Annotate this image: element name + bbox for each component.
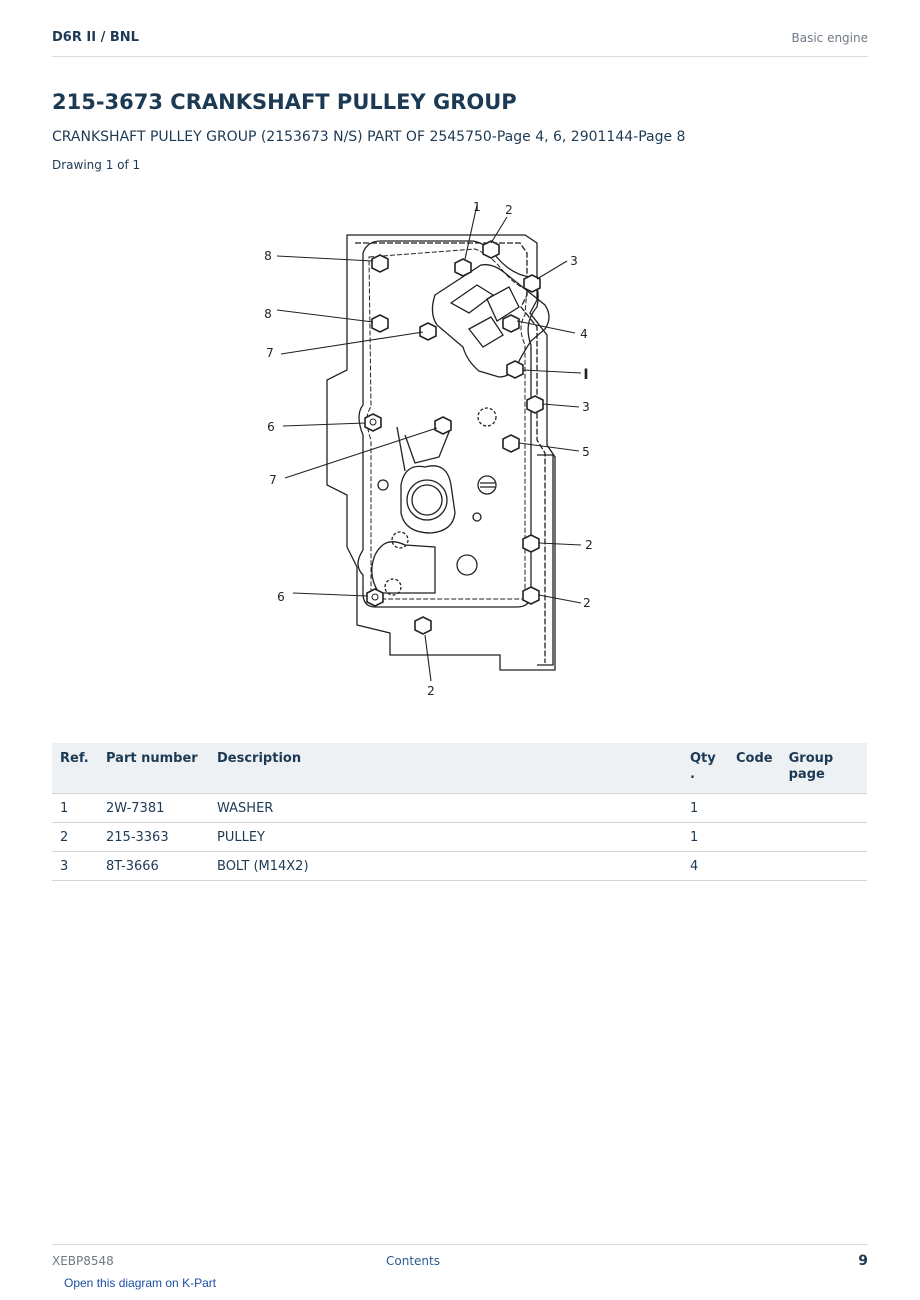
group-label: Group [788,751,834,766]
section-label: Basic engine [791,31,868,45]
col-part-number: Part number [98,743,209,794]
cell-qty: 4 [682,851,728,881]
housing-outline [326,234,556,671]
col-description: Description [209,743,682,794]
callout-7: 7 [269,473,277,487]
callout-2: 2 [427,684,435,698]
cell-ref: 3 [52,851,98,881]
page-subtitle: CRANKSHAFT PULLEY GROUP (2153673 N/S) PA… [52,129,686,145]
parts-diagram: 1 2 3 8 8 4 7 I 3 6 5 7 2 6 2 2 [264,200,593,698]
page-label: page [788,767,825,782]
callout-3: 3 [582,400,590,414]
qty-label-suffix: . [690,767,695,782]
col-ref: Ref. [52,743,98,794]
cell-qty: 1 [682,793,728,823]
cell-qty: 1 [682,822,728,852]
page-title: 215-3673 CRANKSHAFT PULLEY GROUP [52,90,517,114]
callout-2: 2 [505,203,513,217]
cell-ref: 2 [52,822,98,852]
cell-code [728,851,781,881]
table-row: 2 215-3363 PULLEY 1 [52,822,867,852]
callout-6: 6 [267,420,275,434]
cell-group-page [780,851,867,881]
callout-8: 8 [264,249,272,263]
col-code: Code [728,743,781,794]
callout-2: 2 [583,596,591,610]
callout-2: 2 [585,538,593,552]
page-footer: XEBP8548 Contents 9 [52,1244,868,1275]
qty-label: Qty [690,751,716,766]
cell-part-number: 215-3363 [98,822,209,852]
callout-8: 8 [264,307,272,321]
cell-ref: 1 [52,793,98,823]
breadcrumb: D6R II / BNL [52,30,139,45]
cell-code [728,822,781,852]
table-header-row: Ref. Part number Description Qty. Code G… [52,743,867,794]
callout-5: 5 [582,445,590,459]
contents-link[interactable]: Contents [386,1254,440,1268]
cell-description: PULLEY [209,822,682,852]
table-row: 1 2W-7381 WASHER 1 [52,793,867,823]
parts-table: Ref. Part number Description Qty. Code G… [52,743,867,881]
callout-1: 1 [473,200,481,214]
cell-code [728,793,781,823]
pulley-hub [406,479,448,521]
callout-i: I [583,367,588,383]
table-row: 3 8T-3666 BOLT (M14X2) 4 [52,851,867,881]
callout-4: 4 [580,327,588,341]
page-header: D6R II / BNL Basic engine [52,28,868,57]
cell-group-page [780,793,867,823]
callout-6: 6 [277,590,285,604]
drawing-count: Drawing 1 of 1 [52,158,141,172]
cell-group-page [780,822,867,852]
col-qty: Qty. [682,743,728,794]
cell-description: BOLT (M14X2) [209,851,682,881]
page-number: 9 [858,1253,868,1269]
cell-description: WASHER [209,793,682,823]
callout-7: 7 [266,346,274,360]
cell-part-number: 8T-3666 [98,851,209,881]
callout-3: 3 [570,254,578,268]
open-kpart-link[interactable]: Open this diagram on K-Part [64,1276,217,1290]
cell-part-number: 2W-7381 [98,793,209,823]
document-id: XEBP8548 [52,1254,114,1268]
